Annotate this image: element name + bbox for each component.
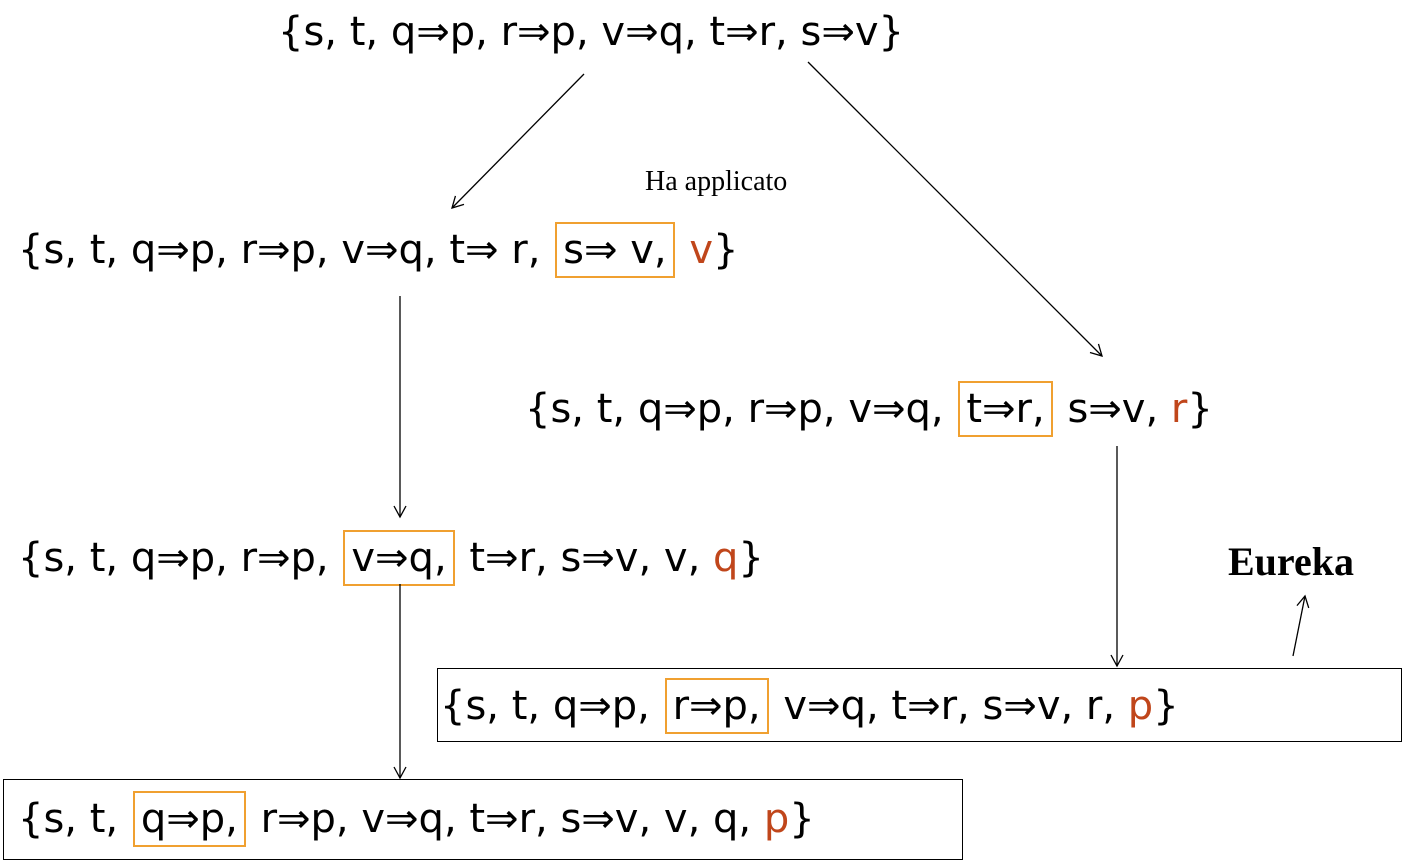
root-token: v⇒q, — [601, 9, 697, 55]
close-brace: } — [1187, 386, 1213, 432]
left-set-1: {s, t, q⇒p, r⇒p, v⇒q, t⇒ r, s⇒ v, v} — [18, 222, 738, 278]
set-prefix: s, t, q⇒p, r⇒p, v⇒q, t⇒ r, — [43, 227, 541, 273]
set-prefix: s, t, q⇒p, — [465, 683, 650, 729]
applied-rule-box: r⇒p, — [664, 678, 769, 734]
root-token: r⇒p, — [500, 9, 589, 55]
root-token: q⇒p, — [390, 9, 488, 55]
set-suffix: v⇒q, t⇒r, s⇒v, r, — [783, 683, 1116, 729]
applied-rule-box: v⇒q, — [343, 530, 455, 586]
set-suffix: r⇒p, v⇒q, t⇒r, s⇒v, v, q, — [260, 796, 752, 842]
goal-frame-right — [437, 668, 1402, 742]
derived-fact: v — [689, 227, 714, 273]
root-token: s, — [303, 9, 338, 55]
root-token: t, — [349, 9, 379, 55]
arrow-root-to-left — [451, 73, 585, 209]
root-set: {s, t, q⇒p, r⇒p, v⇒q, t⇒r, s⇒v} — [278, 6, 904, 58]
open-brace: { — [18, 227, 44, 273]
close-brace: } — [713, 227, 739, 273]
root-token: s⇒v — [800, 9, 879, 55]
derived-fact: r — [1170, 386, 1188, 432]
open-brace: { — [525, 386, 551, 432]
open-brace: { — [18, 796, 44, 842]
set-prefix: s, t, q⇒p, r⇒p, — [43, 535, 329, 581]
applied-rule-box: q⇒p, — [132, 791, 246, 847]
applied-rule-box: s⇒ v, — [555, 222, 675, 278]
left-set-2: {s, t, q⇒p, r⇒p, v⇒q, t⇒r, s⇒v, v, q} — [18, 530, 764, 586]
applied-rule-box: t⇒r, — [958, 381, 1053, 437]
eureka-label: Eureka — [1228, 539, 1354, 584]
arrow-root-to-right — [807, 61, 1103, 357]
set-suffix: t⇒r, s⇒v, v, — [469, 535, 701, 581]
derived-fact: q — [713, 535, 739, 581]
close-brace: } — [1153, 683, 1179, 729]
open-brace: { — [18, 535, 44, 581]
close-brace: } — [878, 9, 904, 55]
derived-fact: p — [1127, 683, 1154, 729]
right-set-2: {s, t, q⇒p, r⇒p, v⇒q, t⇒r, s⇒v, r, p} — [440, 678, 1179, 734]
left-set-3: {s, t, q⇒p, r⇒p, v⇒q, t⇒r, s⇒v, v, q, p} — [18, 791, 815, 847]
applied-note: Ha applicato — [645, 166, 788, 197]
set-prefix: s, t, — [43, 796, 119, 842]
open-brace: { — [278, 9, 304, 55]
set-suffix: s⇒v, — [1067, 386, 1159, 432]
set-prefix: s, t, q⇒p, r⇒p, v⇒q, — [550, 386, 944, 432]
derived-fact: p — [763, 796, 790, 842]
close-brace: } — [738, 535, 764, 581]
open-brace: { — [440, 683, 466, 729]
arrow-right2-to-eureka — [1292, 594, 1310, 657]
close-brace: } — [789, 796, 815, 842]
goal-frame-left — [3, 779, 963, 860]
right-set-1: {s, t, q⇒p, r⇒p, v⇒q, t⇒r, s⇒v, r} — [525, 381, 1213, 437]
root-token: t⇒r, — [709, 9, 788, 55]
